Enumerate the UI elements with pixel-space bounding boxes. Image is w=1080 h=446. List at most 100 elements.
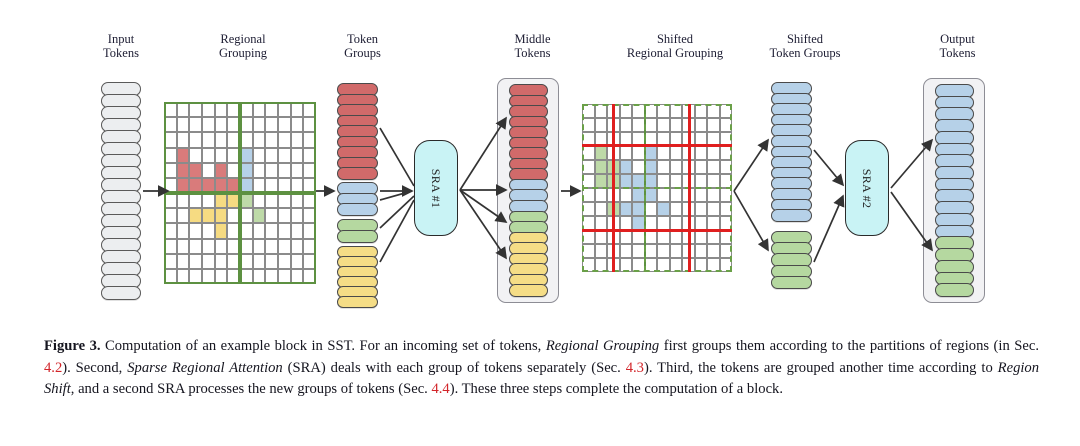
caption-ref-4-2[interactable]: 4.2 [44, 359, 63, 376]
grid-cell [278, 223, 291, 239]
figure-caption: Figure 3. Computation of an example bloc… [44, 336, 1039, 401]
grid-cell [202, 238, 215, 254]
caption-em-regional-grouping: Regional Grouping [545, 338, 660, 354]
grid-cell [707, 118, 720, 132]
grid-cell [694, 160, 707, 174]
grid-cell [707, 160, 720, 174]
caption-em-sparse-regional-attention: Sparse Regional Attention [127, 359, 283, 376]
sra-2-block[interactable]: SRA #2 [845, 140, 889, 236]
grid-cell [214, 117, 228, 133]
grid-cell [594, 202, 607, 216]
grid-cell [176, 162, 190, 178]
grid-cell [265, 238, 278, 254]
grid-cell [619, 160, 632, 174]
grid-cell [707, 244, 720, 258]
grid-cell [278, 238, 291, 254]
shift-region-line-v1 [612, 104, 615, 272]
grid-cell [214, 238, 228, 254]
grid-cell [252, 147, 266, 163]
output-token-stack [935, 84, 974, 297]
grid-cell [669, 202, 682, 216]
column-title-regional-grouping: Regional Grouping [219, 32, 267, 60]
token-green [337, 230, 378, 243]
grid-cell [176, 147, 190, 163]
token-gray [101, 286, 141, 300]
token-blue [771, 209, 812, 222]
caption-em-region-shift: Region Shift [44, 359, 1040, 398]
column-title-output-tokens: Output Tokens [939, 32, 976, 60]
grid-cell [214, 162, 228, 178]
grid-cell [265, 223, 278, 239]
grid-cell [214, 223, 228, 239]
caption-part-4: (SRA) deals with each group of tokens se… [282, 359, 626, 376]
shifted-regional-grouping-grid [582, 104, 732, 272]
shift-divider-horizontal-dashed [582, 187, 732, 189]
grid-cell [189, 208, 202, 224]
grid-cell [265, 253, 278, 269]
grid-cell [657, 160, 670, 174]
grid-cell [252, 117, 266, 133]
grid-cell [265, 208, 278, 224]
caption-part-1: Computation of an example block in SST. … [100, 338, 546, 354]
shift-region-line-v2 [688, 104, 691, 272]
grid-cell [189, 162, 202, 178]
grid-cell [290, 223, 304, 239]
grid-cell [202, 147, 215, 163]
grid-cell [278, 147, 291, 163]
grid-cell [252, 253, 266, 269]
grid-cell [290, 147, 304, 163]
caption-part-2: first groups them according to the parti… [659, 338, 1039, 354]
grid-cell [176, 208, 190, 224]
grid-cell [694, 202, 707, 216]
token-red [337, 167, 378, 180]
caption-ref-4-4[interactable]: 4.4 [431, 381, 450, 397]
grid-cell [214, 132, 228, 148]
grid-cell [694, 118, 707, 132]
region-divider-horizontal [164, 191, 316, 195]
grid-cell [265, 162, 278, 178]
token-group-green [337, 219, 378, 243]
grid-cell [202, 223, 215, 239]
token-yellow [337, 296, 378, 308]
grid-cell [265, 147, 278, 163]
grid-cell [290, 132, 304, 148]
grid-cell [594, 160, 607, 174]
grid-cell [214, 253, 228, 269]
grid-cell [669, 244, 682, 258]
caption-ref-4-3[interactable]: 4.3 [625, 359, 644, 376]
grid-cell [265, 132, 278, 148]
grid-cell [290, 208, 304, 224]
column-title-shifted-token-groups: Shifted Token Groups [769, 32, 841, 60]
shift-region-line-h1 [582, 144, 732, 147]
grid-cell [278, 117, 291, 133]
grid-cell [189, 147, 202, 163]
grid-cell [202, 253, 215, 269]
grid-cell [657, 118, 670, 132]
grid-cell [202, 208, 215, 224]
grid-cell [290, 117, 304, 133]
input-token-stack [101, 82, 141, 300]
grid-cell [214, 147, 228, 163]
grid-cell [669, 160, 682, 174]
grid-cell [176, 238, 190, 254]
grid-cell [290, 253, 304, 269]
caption-part-6: , and a second SRA processes the new gro… [70, 381, 432, 397]
grid-cell [202, 162, 215, 178]
regional-grouping-grid [164, 102, 316, 284]
grid-cell [657, 244, 670, 258]
grid-cell [214, 208, 228, 224]
grid-cell [265, 117, 278, 133]
sra-1-block[interactable]: SRA #1 [414, 140, 458, 236]
grid-cell [176, 253, 190, 269]
grid-cell [189, 223, 202, 239]
grid-cell [657, 202, 670, 216]
shift-region-line-h2 [582, 229, 732, 232]
grid-cell [252, 223, 266, 239]
grid-cell [252, 132, 266, 148]
grid-cell [694, 244, 707, 258]
shifted-token-group-blue [771, 82, 812, 222]
caption-part-3: ). Second, [62, 359, 128, 376]
grid-cell [176, 132, 190, 148]
grid-cell [189, 253, 202, 269]
token-green [935, 283, 974, 297]
